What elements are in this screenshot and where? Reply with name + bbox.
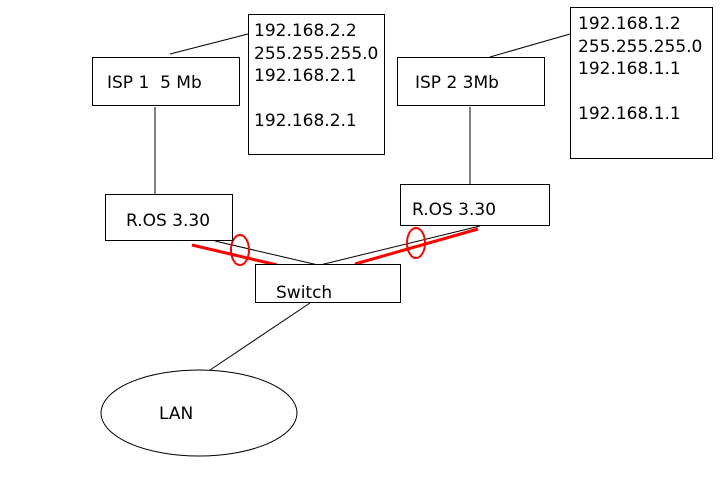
isp2-blank-line	[578, 81, 712, 104]
isp2-subnet-mask: 255.255.255.0	[578, 36, 703, 57]
isp2-node: ISP 2 3Mb	[397, 57, 545, 106]
switch-lan-link	[206, 302, 311, 373]
isp2-label: ISP 2 3Mb	[415, 73, 499, 93]
router2-cable-highlight	[354, 227, 479, 266]
router1-node: R.OS 3.30	[105, 194, 233, 241]
isp2-dns: 192.168.1.1	[578, 104, 681, 124]
switch-label: Switch	[276, 283, 333, 303]
isp1-subnet-mask: 255.255.255.0	[254, 43, 379, 64]
switch-node: Switch	[255, 264, 401, 303]
lan-label: LAN	[159, 404, 194, 424]
isp1-node: ISP 1 5 Mb	[92, 57, 240, 106]
router2-cable-marker	[406, 227, 426, 259]
router1-label: R.OS 3.30	[126, 211, 211, 231]
router1-cable-highlight	[191, 243, 278, 267]
isp1-info-box: 192.168.2.2 255.255.255.0 192.168.2.1 19…	[248, 14, 385, 155]
isp1-info-connector	[169, 33, 249, 55]
router1-cable-marker	[230, 234, 250, 266]
isp1-label: ISP 1 5 Mb	[107, 73, 202, 93]
router2-label: R.OS 3.30	[412, 200, 497, 220]
isp2-info-box: 192.168.1.2 255.255.255.0 192.168.1.1 19…	[570, 7, 713, 159]
isp2-gateway: 192.168.1.1	[578, 59, 681, 79]
isp1-ip-address: 192.168.2.2	[254, 21, 357, 41]
isp1-dns: 192.168.2.1	[254, 111, 357, 131]
isp2-ip-address: 192.168.1.2	[578, 14, 681, 34]
isp1-gateway: 192.168.2.1	[254, 66, 357, 86]
router2-switch-link	[319, 225, 481, 266]
isp2-info-connector	[489, 33, 571, 58]
isp1-blank-line	[254, 88, 384, 111]
router2-node: R.OS 3.30	[400, 184, 550, 226]
lan-ellipse	[100, 369, 298, 457]
